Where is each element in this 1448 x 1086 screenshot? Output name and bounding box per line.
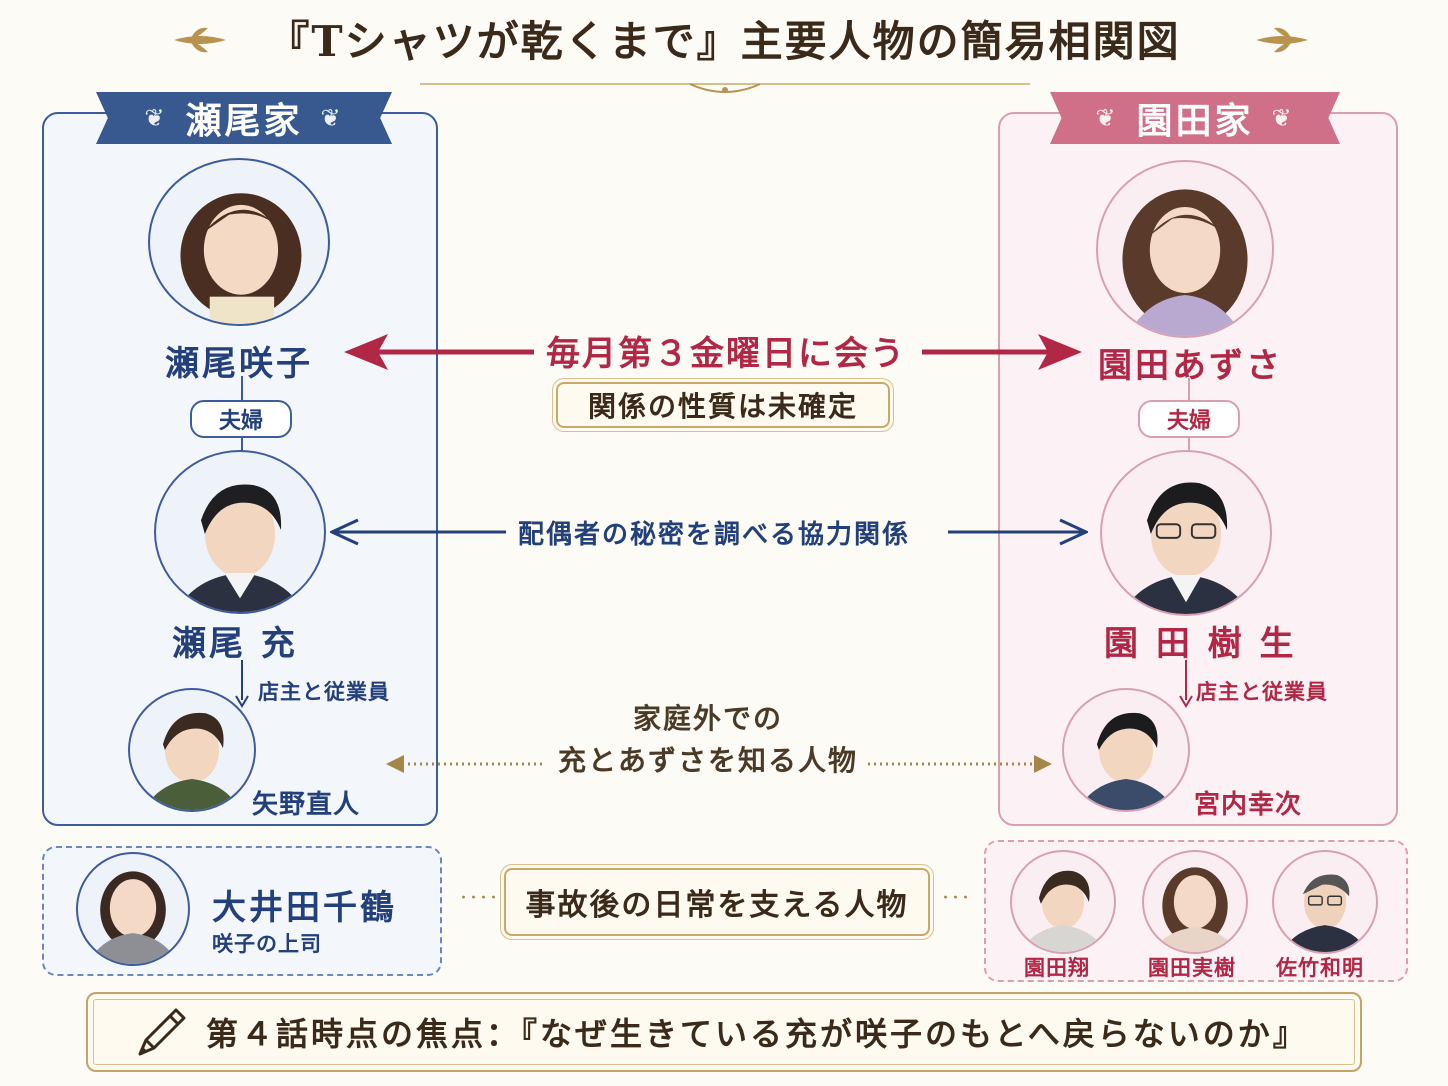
monthly-meeting-arrow-left — [344, 334, 534, 370]
tatsuki-portrait — [1100, 450, 1272, 616]
support-label: 事故後の日常を支える人物 — [525, 888, 909, 923]
monthly-meeting-label: 毎月第３金曜日に会う — [546, 334, 906, 374]
couple-line-right-lower — [1188, 438, 1190, 452]
laurel-ornament-right-icon — [1256, 27, 1308, 53]
employer-arrow-right — [1179, 660, 1193, 708]
focus-text: 第４話時点の焦点：『なぜ生きている充が咲子のもとへ戻らないのか』 — [206, 1015, 1308, 1053]
couple-line-left — [241, 376, 243, 402]
chizuru-portrait — [76, 852, 190, 966]
outside-home-line1: 家庭外での — [632, 702, 783, 735]
couple-badge-left: 夫婦 — [190, 400, 292, 438]
koji-name: 宮内幸次 — [1194, 790, 1303, 820]
azusa-portrait — [1096, 160, 1274, 338]
seo-family-banner: ❦ 瀬尾家 ❦ — [96, 92, 392, 144]
employer-arrow-left — [235, 660, 249, 708]
seo-family-label: 瀬尾家 — [185, 100, 303, 142]
chizuru-role: 咲子の上司 — [212, 931, 322, 956]
support-dots-left: ···· — [460, 886, 500, 911]
outside-home-label: 家庭外での 充とあずさを知る人物 — [540, 698, 876, 782]
laurel-ornament-left-icon — [174, 27, 226, 53]
kakeru-name: 園田翔 — [1024, 955, 1090, 980]
mitsuru-name: 瀬尾 充 — [172, 624, 298, 664]
cooperation-arrow-right — [948, 518, 1088, 546]
leaf-icon: ❦ — [1095, 104, 1119, 132]
koji-portrait — [1062, 688, 1190, 812]
miki-portrait — [1142, 850, 1248, 954]
focus-banner: 第４話時点の焦点：『なぜ生きている充が咲子のもとへ戻らないのか』 — [86, 992, 1362, 1072]
kazuaki-name: 佐竹和明 — [1276, 955, 1364, 980]
outside-home-line2: 充とあずさを知る人物 — [557, 744, 858, 777]
outside-home-arrow-right — [868, 755, 1052, 773]
sonoda-family-banner: ❦ 園田家 ❦ — [1050, 92, 1340, 144]
employer-label-right: 店主と従業員 — [1196, 679, 1328, 704]
kazuaki-portrait — [1272, 850, 1378, 954]
naoto-portrait — [128, 688, 256, 812]
miki-name: 園田実樹 — [1148, 955, 1236, 980]
sakiko-portrait — [148, 158, 330, 326]
mitsuru-portrait — [154, 450, 326, 614]
naoto-name: 矢野直人 — [252, 790, 361, 820]
cooperation-label: 配偶者の秘密を調べる協力関係 — [518, 520, 911, 550]
couple-badge-right: 夫婦 — [1138, 400, 1240, 438]
couple-line-left-lower — [241, 438, 243, 452]
pencil-icon — [138, 1008, 186, 1056]
leaf-icon: ❦ — [144, 104, 168, 132]
monthly-meeting-arrow-right — [922, 334, 1082, 370]
page-title: 『Tシャツが乾くまで』主要人物の簡易相関図 — [267, 17, 1181, 66]
tatsuki-name: 園 田 樹 生 — [1104, 624, 1297, 664]
title-divider — [420, 83, 1030, 93]
support-dots-right: ··· — [942, 886, 972, 911]
undetermined-box: 関係の性質は未確定 — [556, 382, 890, 428]
cooperation-arrow-left — [330, 518, 506, 546]
kakeru-portrait — [1010, 850, 1116, 954]
sonoda-family-label: 園田家 — [1136, 100, 1254, 142]
leaf-icon: ❦ — [1271, 104, 1295, 132]
undetermined-label: 関係の性質は未確定 — [587, 390, 858, 423]
outside-home-arrow-left — [386, 755, 544, 773]
azusa-name: 園田あずさ — [1098, 346, 1283, 386]
sakiko-name: 瀬尾咲子 — [165, 344, 313, 384]
couple-line-right — [1188, 378, 1190, 402]
leaf-icon: ❦ — [320, 104, 344, 132]
support-box: 事故後の日常を支える人物 — [504, 868, 930, 936]
employer-label-left: 店主と従業員 — [258, 679, 390, 704]
chizuru-name: 大井田千鶴 — [212, 888, 397, 928]
